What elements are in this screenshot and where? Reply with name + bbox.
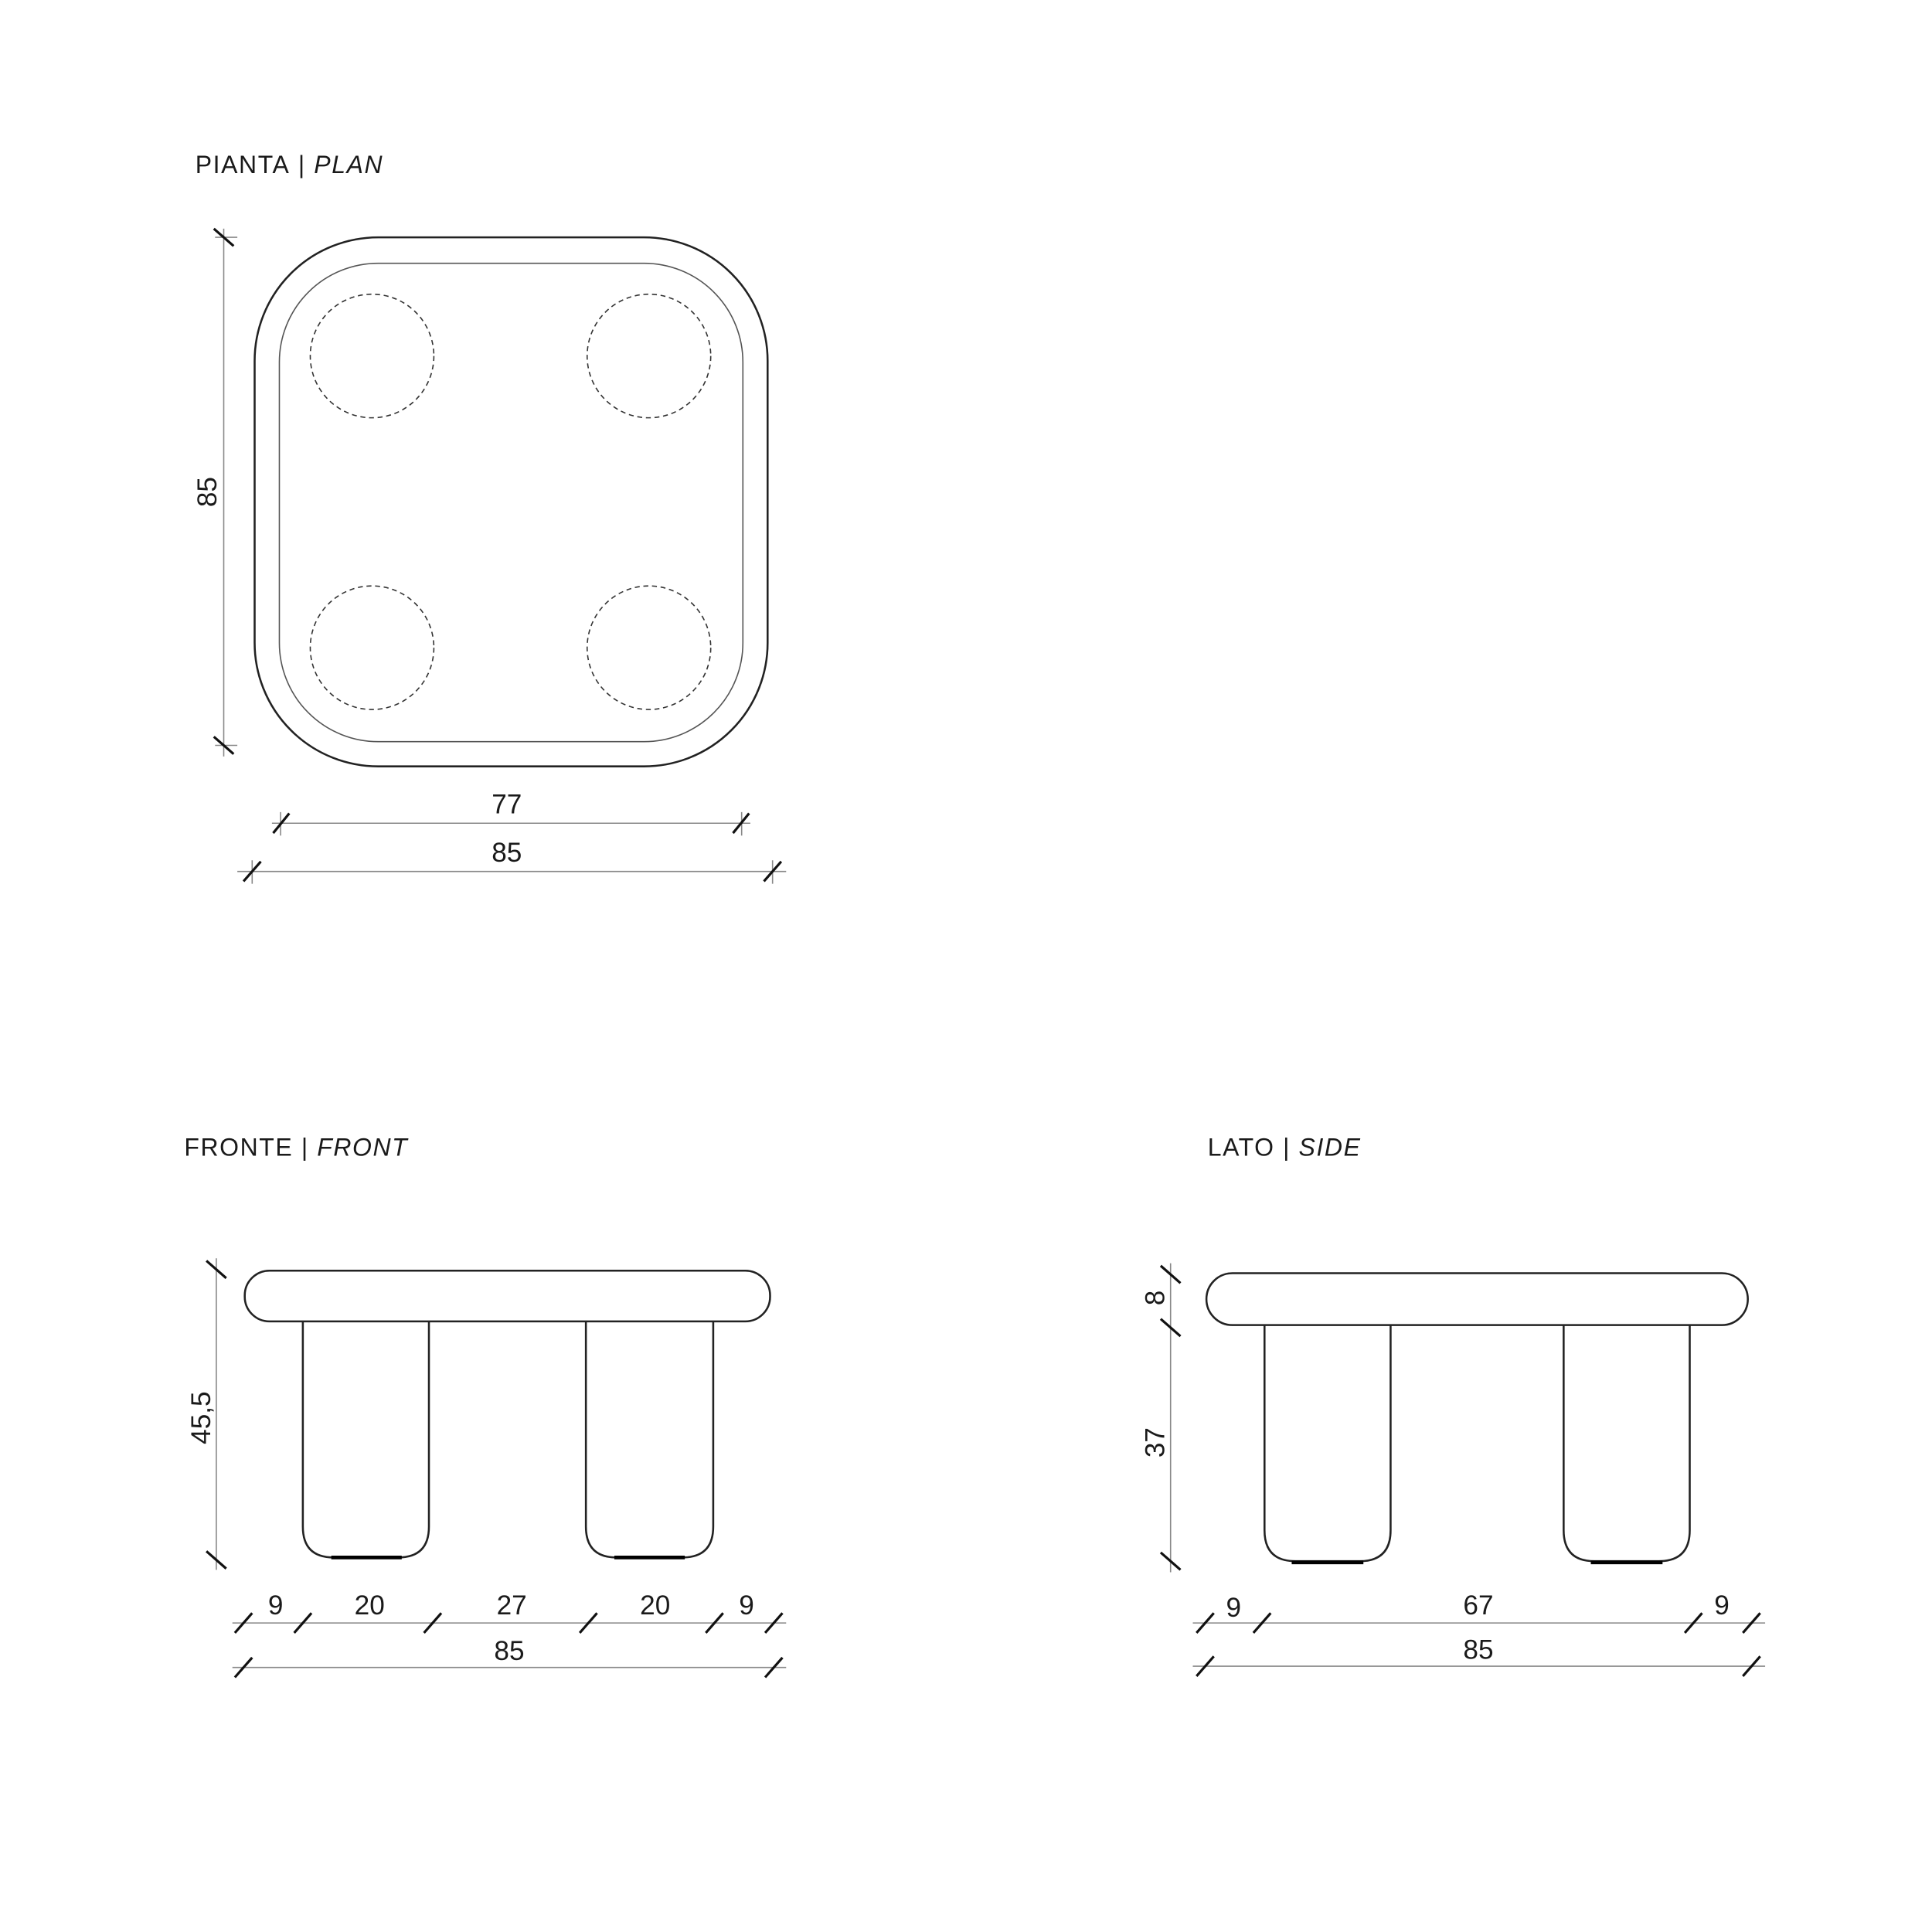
leg-hidden-outline (586, 585, 712, 710)
side-segment-label: 9 (1714, 1590, 1730, 1621)
front-segment-dimension: 9 20 27 20 9 (232, 1590, 787, 1634)
leg-hidden-outline (309, 293, 435, 419)
front-view: FRONTE | FRONT 45,5 9 20 27 20 9 (184, 1134, 787, 1679)
plan-height-dimension: 85 (192, 227, 238, 757)
plan-inner-width-dimension: 77 (271, 789, 750, 836)
side-segment-dimension: 9 67 9 (1192, 1590, 1766, 1634)
tabletop-outline (253, 236, 769, 767)
side-height-dimension: 8 37 (1141, 1263, 1182, 1573)
leg-hidden-outline (586, 293, 712, 419)
tabletop-side (1205, 1272, 1749, 1326)
plan-inner-width-label: 77 (492, 789, 522, 819)
plan-title: PIANTA | PLAN (196, 151, 384, 179)
front-segment-label: 20 (640, 1590, 670, 1621)
plan-width-dimension: 85 (237, 838, 787, 884)
leg-front (584, 1321, 715, 1559)
side-title: LATO | SIDE (1208, 1134, 1362, 1162)
side-leg-height-label: 37 (1141, 1427, 1171, 1458)
front-height-dimension: 45,5 (186, 1258, 227, 1570)
plan-view: PIANTA | PLAN 85 77 (192, 151, 787, 884)
leg-side (1263, 1325, 1392, 1563)
leg-front (301, 1321, 430, 1559)
side-segment-label: 9 (1226, 1593, 1242, 1623)
plan-width-label: 85 (492, 838, 522, 868)
side-segment-label: 67 (1463, 1590, 1493, 1621)
front-segment-label: 9 (739, 1590, 754, 1621)
front-title: FRONTE | FRONT (184, 1134, 409, 1162)
plan-height-label: 85 (192, 477, 223, 507)
front-height-label: 45,5 (186, 1391, 216, 1444)
front-segment-label: 20 (355, 1590, 385, 1621)
tabletop-inner-edge (278, 262, 744, 743)
front-width-dimension: 85 (232, 1636, 787, 1679)
tabletop-front (243, 1269, 771, 1323)
front-segment-label: 9 (268, 1590, 284, 1621)
front-segment-label: 27 (497, 1590, 527, 1621)
side-width-label: 85 (1463, 1635, 1493, 1665)
front-width-label: 85 (494, 1636, 524, 1666)
side-top-thickness-label: 8 (1141, 1291, 1171, 1306)
leg-hidden-outline (309, 585, 435, 710)
side-view: LATO | SIDE 8 37 9 67 9 8 (1141, 1134, 1766, 1677)
leg-side (1563, 1325, 1691, 1563)
side-width-dimension: 85 (1192, 1635, 1766, 1677)
